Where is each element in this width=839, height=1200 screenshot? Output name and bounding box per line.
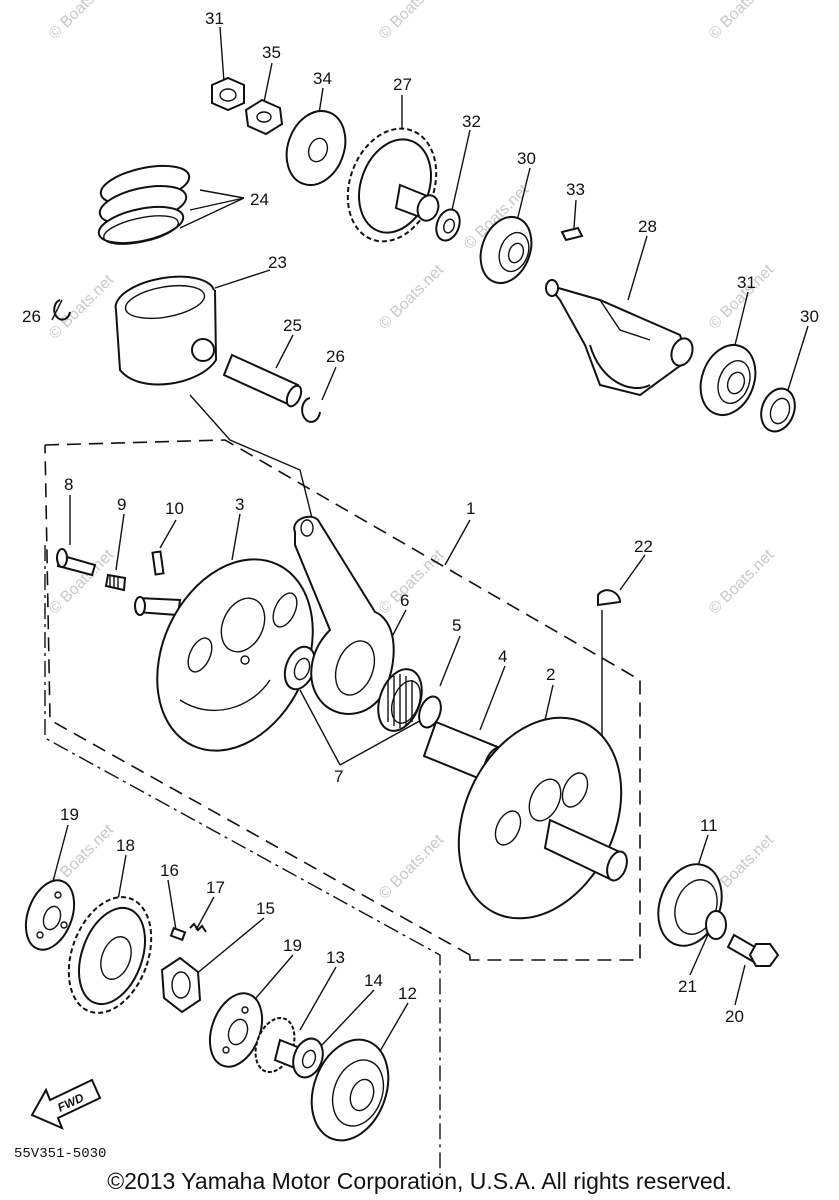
fwd-arrow-icon: FWD — [30, 1078, 102, 1130]
callout-21: 21 — [678, 977, 697, 996]
circlip-26-left — [53, 299, 71, 321]
circlip-26 — [301, 397, 321, 423]
woodruff-key-22 — [597, 589, 622, 607]
callout-6: 6 — [400, 591, 409, 610]
callout-26: 26 — [22, 307, 41, 326]
callout-7: 7 — [334, 767, 343, 786]
needle-bearing-5 — [377, 668, 423, 732]
nut-34 — [211, 76, 245, 112]
watermark: © Boats.net — [376, 261, 448, 333]
callout-11: 11 — [700, 816, 718, 835]
callout-33: 34 — [313, 69, 332, 88]
watermark: © Boats.net — [706, 261, 778, 333]
buffer-boss-15 — [160, 956, 202, 1014]
callout-19: 19 — [283, 936, 302, 955]
bearing-11 — [657, 863, 727, 947]
callout-10: 10 — [165, 499, 184, 518]
callout-34: 31 — [205, 9, 224, 28]
connecting-rod-guide-line — [189, 394, 316, 531]
callout-35: 35 — [262, 43, 281, 62]
crank-pin-bolt-8 — [56, 548, 97, 577]
callout-8: 8 — [64, 475, 73, 494]
drawing-code: 55V351-5030 — [14, 1146, 106, 1162]
leader-lines — [51, 26, 809, 1066]
watermark: © Boats.net — [376, 0, 448, 43]
crank-left-3 — [134, 558, 314, 752]
callout-27: 27 — [393, 75, 412, 94]
callout-28: 28 — [638, 217, 657, 236]
watermark: © Boats.net — [706, 546, 778, 618]
washer-33 — [285, 110, 347, 186]
key-32 — [560, 226, 584, 242]
callout-30: 30 — [517, 149, 536, 168]
crankshaft-assembly-boundary — [44, 439, 641, 961]
bolt-20 — [726, 933, 780, 967]
watermark: © Boats.net — [376, 831, 448, 903]
watermark: © Boats.net — [706, 0, 778, 43]
piston-23 — [114, 275, 218, 386]
callout-32: 33 — [566, 180, 585, 199]
plate-19-left — [24, 879, 76, 951]
callout-31: 32 — [462, 112, 481, 131]
callout-14: 14 — [364, 971, 383, 990]
callout-9: 9 — [117, 495, 126, 514]
piston-rings-24 — [97, 164, 191, 245]
bearing-12 — [310, 1038, 390, 1142]
callout-24: 24 — [250, 190, 269, 209]
callout-16: 16 — [160, 861, 179, 880]
spring-17 — [189, 922, 207, 933]
bearing-30-left — [479, 216, 533, 284]
drive-gear-18 — [67, 896, 153, 1014]
callout-15: 15 — [256, 899, 275, 918]
watermark: © Boats.net — [46, 271, 118, 343]
bearing-30-right — [699, 344, 757, 416]
callout-labels: 31 35 34 27 32 30 33 28 31 30 24 23 26 2… — [22, 9, 819, 1026]
callout-30: 31 — [737, 273, 756, 292]
callout-18: 18 — [116, 836, 135, 855]
washer-7-right — [418, 695, 442, 729]
callout-2: 2 — [546, 665, 555, 684]
callout-3: 3 — [235, 495, 244, 514]
callout-5: 5 — [452, 616, 461, 635]
callout-25: 25 — [283, 316, 302, 335]
callout-29: 30 — [800, 307, 819, 326]
balancer-assembly-boundary — [44, 545, 441, 1175]
watermark: © Boats.net — [46, 0, 118, 43]
callout-20: 20 — [725, 1007, 744, 1026]
oil-seal-29 — [760, 387, 796, 433]
callout-26: 26 — [326, 347, 345, 366]
pin-10 — [151, 550, 165, 576]
watermark: © Boats.net — [376, 546, 448, 618]
washer-31 — [435, 208, 461, 242]
balancer-gear-27 — [346, 127, 440, 243]
callout-1: 1 — [466, 499, 475, 518]
callout-17: 17 — [206, 878, 225, 897]
callout-13: 13 — [326, 948, 345, 967]
piston-pin-25 — [222, 353, 303, 408]
lock-washer-35 — [244, 98, 284, 136]
callout-23: 23 — [268, 253, 287, 272]
pin-16 — [169, 926, 187, 942]
callout-22: 22 — [634, 537, 653, 556]
crank-right-2 — [457, 716, 628, 920]
spring-9 — [104, 573, 127, 592]
callout-12: 12 — [398, 984, 417, 1003]
balancer-shaft-28 — [545, 279, 694, 397]
copyright-notice: ©2013 Yamaha Motor Corporation, U.S.A. A… — [107, 1168, 732, 1194]
callout-4: 4 — [498, 647, 507, 666]
callout-19: 19 — [60, 805, 79, 824]
washer-14 — [292, 1037, 324, 1079]
